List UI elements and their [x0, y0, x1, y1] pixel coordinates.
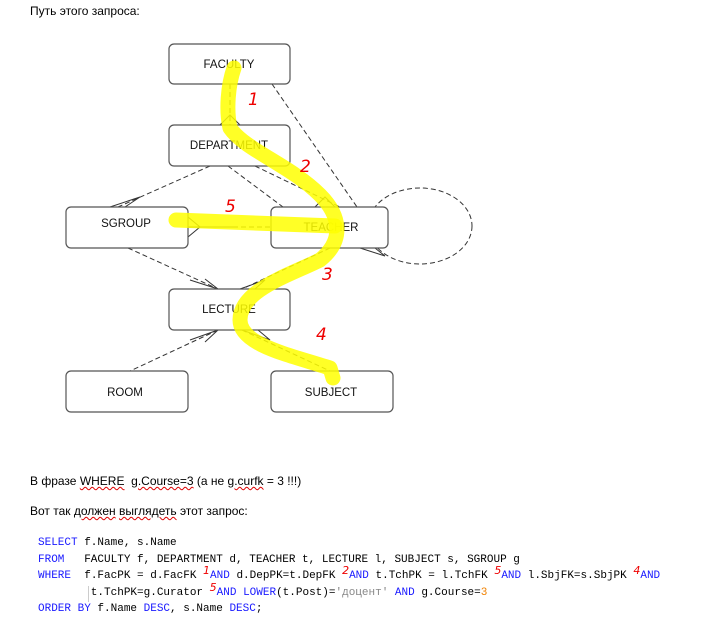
rel-lecture-room	[129, 329, 219, 372]
entity-lecture[interactable]: LECTURE	[168, 288, 291, 331]
entity-room[interactable]: ROOM	[65, 370, 189, 413]
rel-department-sgroup	[117, 165, 211, 208]
crowfoot	[189, 329, 219, 343]
query-intro: Вот так должен выглядеть этот запрос:	[30, 504, 248, 518]
rel-faculty-teacher	[271, 83, 358, 208]
svg-text:ROOM: ROOM	[107, 387, 143, 399]
sql-mark-2: 2	[342, 564, 350, 577]
annotation-1: 1	[248, 90, 259, 110]
annotation-2: 2	[300, 157, 311, 177]
heading: Путь этого запроса:	[30, 4, 140, 18]
sql-mark-1: 1	[203, 564, 211, 577]
rel-sgroup-lecture	[127, 247, 219, 290]
sql-mark-4: 4	[633, 564, 641, 577]
sql-mark-5b: 5	[209, 580, 217, 594]
annotation-3: 3	[322, 265, 333, 285]
rel-department-teacher	[227, 165, 284, 208]
where-note: В фразе WHERE g.Course=3 (а не g.curfk =…	[30, 474, 302, 488]
highlight-path-5	[168, 212, 343, 234]
indent-guide	[88, 586, 89, 602]
crowfoot	[109, 196, 141, 208]
highlight-path	[220, 60, 345, 386]
sql-mark-5: 5	[494, 564, 502, 577]
entity-subject[interactable]: SUBJECT	[270, 370, 394, 413]
svg-text:SUBJECT: SUBJECT	[305, 387, 357, 399]
svg-text:SGROUP: SGROUP	[101, 218, 151, 230]
er-diagram: FACULTY DEPARTMENT SGROUP TEACHER LECTUR…	[65, 43, 473, 413]
entity-sgroup[interactable]: SGROUP	[65, 206, 189, 249]
annotation-5: 5	[225, 197, 236, 217]
crowfoot	[189, 278, 219, 290]
annotation-4: 4	[316, 325, 327, 345]
sql-query: SELECT f.Name, s.Name FROM FACULTY f, DE…	[38, 537, 661, 615]
self-relation-teacher	[367, 187, 473, 265]
crowfoot	[359, 247, 386, 257]
